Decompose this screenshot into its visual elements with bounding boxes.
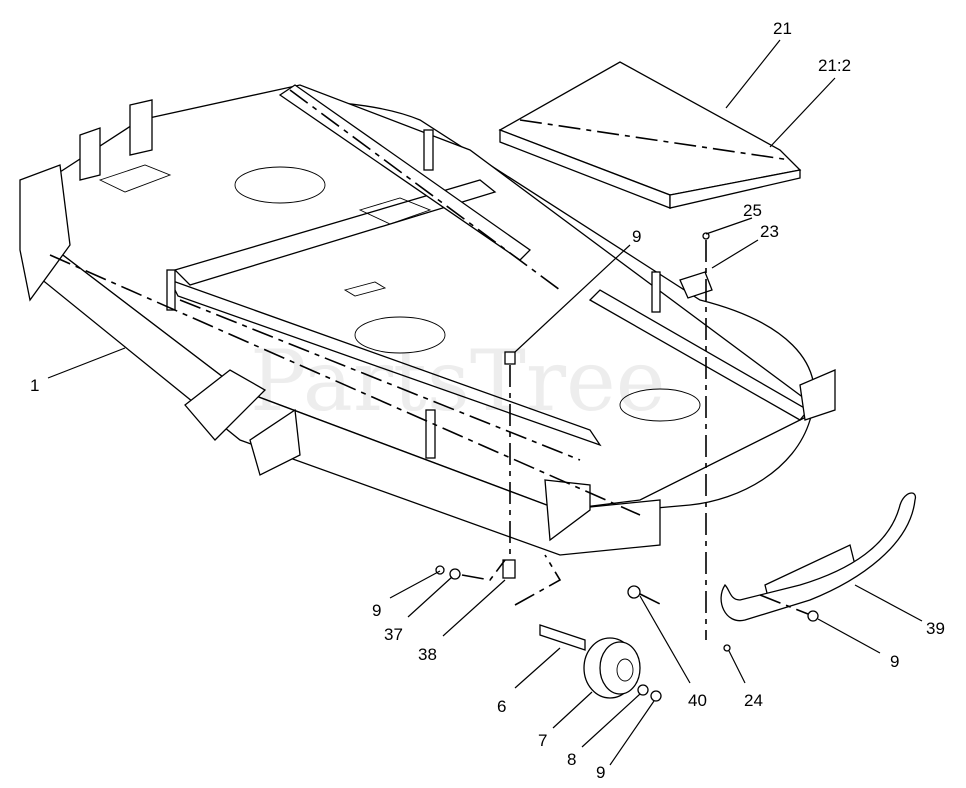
mower-deck xyxy=(19,84,836,556)
discharge-deflector xyxy=(498,61,802,209)
leader-lines xyxy=(47,39,923,766)
callout-9-right: 9 xyxy=(890,652,899,671)
callout-9-left: 9 xyxy=(372,601,381,620)
front-bumper xyxy=(720,492,917,622)
caster-wheel-assembly xyxy=(514,554,662,702)
watermark: PartsTree xyxy=(250,332,665,430)
hinge-clip xyxy=(679,232,713,640)
deck-bolt xyxy=(502,351,516,579)
callout-38: 38 xyxy=(418,645,437,664)
callout-23: 23 xyxy=(760,222,779,241)
callout-9-top: 9 xyxy=(632,227,641,246)
callout-39: 39 xyxy=(926,619,945,638)
callout-24: 24 xyxy=(744,691,763,710)
callout-25: 25 xyxy=(743,201,762,220)
callout-1: 1 xyxy=(30,376,39,395)
callout-7: 7 xyxy=(538,731,547,750)
callout-40: 40 xyxy=(688,691,707,710)
washer-and-nut xyxy=(435,559,506,581)
callout-8: 8 xyxy=(567,750,576,769)
spacer-part xyxy=(627,585,661,605)
callout-9-bottom: 9 xyxy=(596,763,605,782)
callout-37: 37 xyxy=(384,625,403,644)
callout-21: 21 xyxy=(773,19,792,38)
callout-21-2: 21:2 xyxy=(818,56,851,75)
callout-6: 6 xyxy=(497,697,506,716)
small-pin xyxy=(723,644,731,652)
callouts: 1 21 21:2 25 23 9 9 37 38 6 7 8 9 40 24 … xyxy=(30,19,945,782)
